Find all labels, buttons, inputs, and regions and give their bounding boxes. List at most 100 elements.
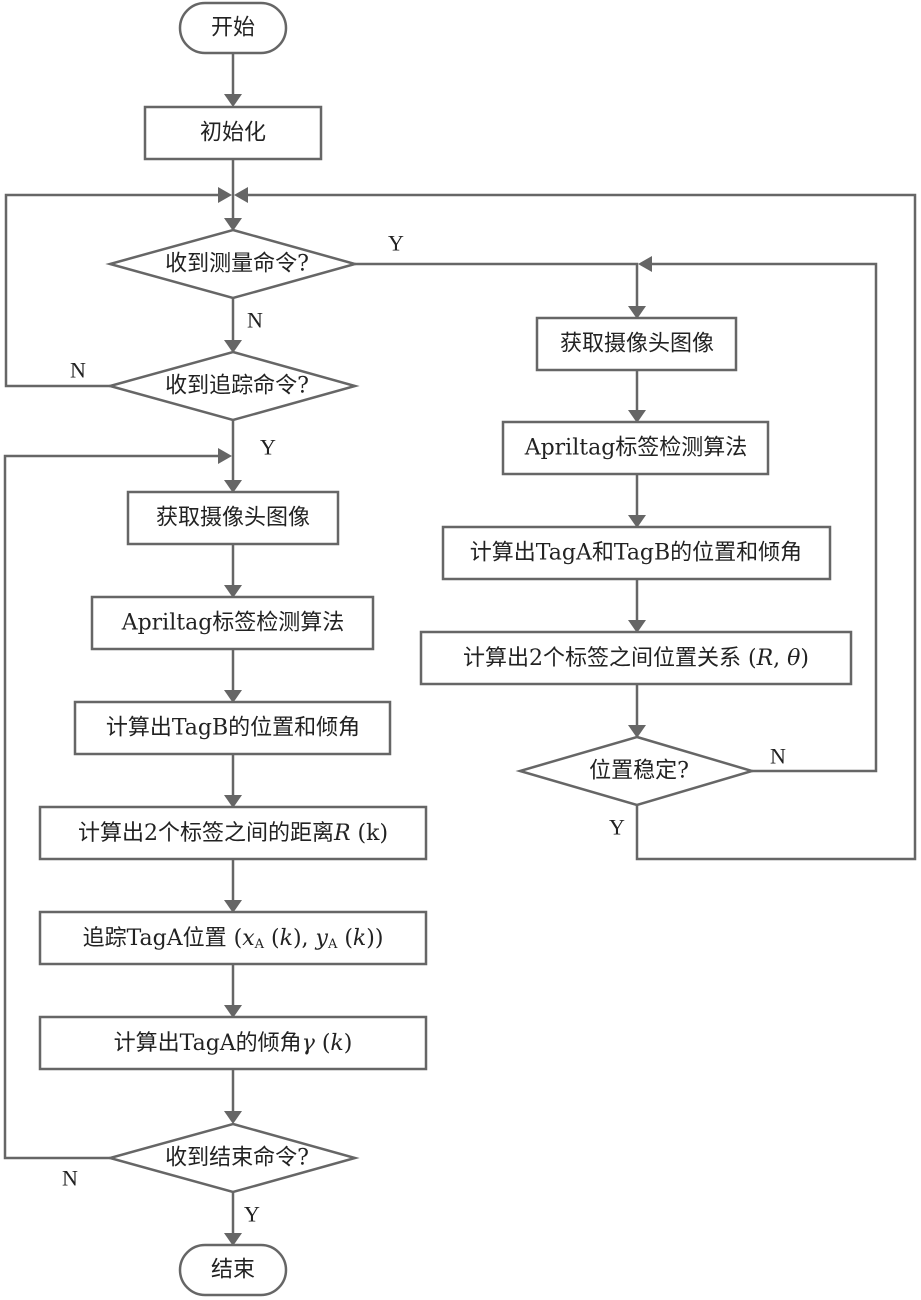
arrowhead bbox=[224, 795, 242, 808]
sub-a: A bbox=[254, 937, 265, 952]
edge-labels: Y N N Y N Y N Y bbox=[62, 231, 786, 1227]
process-l-track-pos bbox=[38, 910, 428, 966]
text-part: 计算出2个标签之间位置关系 ( bbox=[463, 646, 757, 671]
connectors bbox=[3, 53, 917, 1246]
node-l-tilt-label: 计算出TagA的倾角γ (k) bbox=[114, 1031, 353, 1056]
node-q-stable-label: 位置稳定? bbox=[589, 759, 689, 784]
node-end-label: 结束 bbox=[211, 1258, 255, 1283]
node-end: 结束 bbox=[178, 1243, 288, 1297]
node-l-tagb: 计算出TagB的位置和倾角 bbox=[73, 700, 392, 756]
node-r-capture: 获取摄像头图像 bbox=[535, 316, 738, 372]
arrowhead bbox=[628, 620, 646, 633]
node-l-apriltag: Apriltag标签检测算法 bbox=[90, 595, 375, 651]
arrowhead bbox=[224, 585, 242, 598]
edge-q-end-no-loop bbox=[3, 454, 220, 1160]
node-q-track: 收到追踪命令? bbox=[105, 350, 360, 422]
arrowhead bbox=[234, 187, 248, 203]
node-l-apriltag-label: Apriltag标签检测算法 bbox=[121, 611, 345, 636]
var-y: y bbox=[315, 926, 329, 951]
node-r-capture-label: 获取摄像头图像 bbox=[560, 332, 714, 357]
var-gamma: γ bbox=[302, 1031, 316, 1056]
edge-q-stable-yes-loop bbox=[246, 193, 917, 861]
node-l-tagb-label: 计算出TagB的位置和倾角 bbox=[106, 716, 360, 741]
text-part: , bbox=[773, 646, 787, 671]
node-l-track-pos-label: 追踪TagA位置 (xA (k), yA (k)) bbox=[83, 926, 384, 952]
node-r-apriltag-label: Apriltag标签检测算法 bbox=[524, 436, 748, 461]
arrowhead bbox=[224, 218, 242, 231]
decision-end bbox=[105, 1122, 360, 1194]
process-l-distance bbox=[38, 805, 428, 861]
text-part: ( bbox=[337, 926, 353, 951]
text-part: 追踪TagA位置 ( bbox=[83, 926, 243, 951]
process-l-tagb bbox=[73, 700, 392, 756]
text-part: ) bbox=[800, 646, 809, 671]
text-part: )) bbox=[366, 926, 383, 951]
text-part: (k) bbox=[351, 821, 389, 846]
edge-q-stable-no-loop bbox=[650, 262, 878, 773]
process-r-capture bbox=[535, 316, 738, 372]
label-measure-no: N bbox=[247, 308, 263, 333]
var-theta: θ bbox=[787, 646, 800, 671]
node-l-tilt: 计算出TagA的倾角γ (k) bbox=[38, 1015, 428, 1071]
label-track-yes: Y bbox=[260, 435, 276, 460]
label-stable-no: N bbox=[770, 744, 786, 769]
edge-q-track-no-loop bbox=[4, 193, 220, 388]
text-part: 计算出TagA的倾角 bbox=[114, 1031, 302, 1056]
node-start: 开始 bbox=[178, 1, 288, 55]
arrowhead bbox=[628, 306, 646, 319]
text-part: ( bbox=[264, 926, 280, 951]
label-stable-yes: Y bbox=[609, 815, 625, 840]
decision-track bbox=[105, 350, 360, 422]
arrowhead bbox=[224, 1005, 242, 1018]
var-k: k bbox=[330, 1031, 343, 1056]
label-end-yes: Y bbox=[244, 1202, 260, 1227]
node-init-label: 初始化 bbox=[200, 121, 266, 146]
node-r-tagab-label: 计算出TagA和TagB的位置和倾角 bbox=[470, 541, 802, 566]
arrowhead bbox=[224, 900, 242, 913]
node-start-label: 开始 bbox=[211, 16, 255, 41]
arrowhead bbox=[628, 515, 646, 528]
arrowhead bbox=[628, 725, 646, 738]
process-init bbox=[143, 105, 323, 161]
process-l-tilt bbox=[38, 1015, 428, 1071]
terminal-end bbox=[178, 1243, 288, 1297]
arrowhead bbox=[628, 410, 646, 423]
arrowhead bbox=[224, 690, 242, 703]
edge-q-measure-yes bbox=[355, 262, 639, 310]
node-init: 初始化 bbox=[143, 105, 323, 161]
terminal-start bbox=[178, 1, 288, 55]
node-q-end: 收到结束命令? bbox=[105, 1122, 360, 1194]
var-x: x bbox=[242, 926, 255, 951]
arrowhead bbox=[224, 94, 242, 107]
text-part: ), bbox=[293, 926, 316, 951]
arrowhead bbox=[638, 256, 652, 272]
label-end-no: N bbox=[62, 1166, 78, 1191]
arrowhead bbox=[224, 1111, 242, 1124]
node-l-distance-label: 计算出2个标签之间的距离R (k) bbox=[78, 821, 388, 846]
node-l-track-pos: 追踪TagA位置 (xA (k), yA (k)) bbox=[38, 910, 428, 966]
arrowhead bbox=[224, 480, 242, 493]
var-k: k bbox=[353, 926, 366, 951]
label-measure-yes: Y bbox=[388, 231, 404, 256]
node-r-apriltag: Apriltag标签检测算法 bbox=[501, 420, 770, 476]
text-part: ( bbox=[315, 1031, 331, 1056]
node-r-relation-label: 计算出2个标签之间位置关系 (R, θ) bbox=[463, 646, 809, 671]
arrowhead bbox=[218, 448, 232, 464]
node-q-end-label: 收到结束命令? bbox=[165, 1146, 309, 1171]
node-q-track-label: 收到追踪命令? bbox=[165, 374, 309, 399]
text-part: 计算出2个标签之间的距离 bbox=[78, 821, 334, 846]
var-k: k bbox=[280, 926, 293, 951]
decision-stable bbox=[515, 735, 757, 807]
var-r: R bbox=[333, 821, 351, 846]
decision-measure bbox=[105, 228, 360, 300]
arrowhead bbox=[224, 340, 242, 353]
node-r-relation: 计算出2个标签之间位置关系 (R, θ) bbox=[419, 630, 853, 686]
arrowhead bbox=[218, 187, 232, 203]
node-q-stable: 位置稳定? bbox=[515, 735, 757, 807]
process-r-relation bbox=[419, 630, 853, 686]
node-l-capture: 获取摄像头图像 bbox=[126, 490, 340, 546]
node-r-tagab: 计算出TagA和TagB的位置和倾角 bbox=[441, 525, 832, 581]
var-r: R bbox=[756, 646, 774, 671]
process-r-apriltag bbox=[501, 420, 770, 476]
